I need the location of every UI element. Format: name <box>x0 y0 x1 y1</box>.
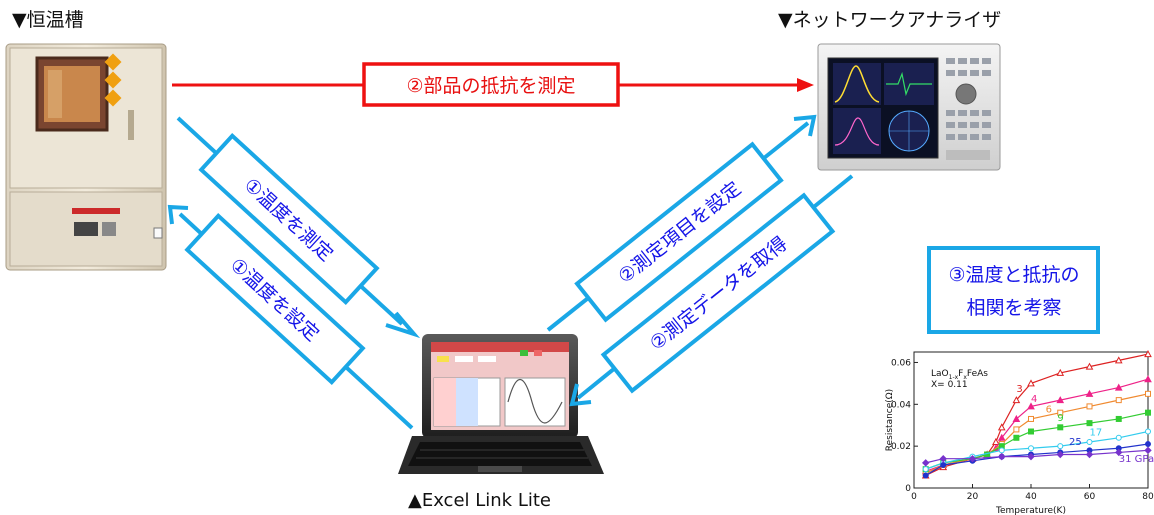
chart-ticks: 0 20 40 60 80 0 0.02 0.04 0.06 <box>891 358 1154 502</box>
data-point <box>998 447 1005 454</box>
x-tick-label: 20 <box>967 492 979 502</box>
data-point <box>1085 389 1094 397</box>
series-label: 25 <box>1069 437 1082 448</box>
data-point <box>1013 434 1020 441</box>
network-analyzer <box>817 43 1001 171</box>
data-point <box>1144 446 1152 455</box>
data-point <box>1085 362 1094 370</box>
data-point <box>1115 434 1122 441</box>
y-tick-label: 0 <box>905 484 911 494</box>
data-point <box>1028 445 1034 452</box>
x-tick-label: 80 <box>1142 492 1154 502</box>
data-point <box>1085 450 1094 459</box>
data-point <box>1086 438 1093 445</box>
y-tick-label: 0.04 <box>891 400 911 410</box>
data-point <box>1115 415 1122 422</box>
data-point <box>1027 402 1035 410</box>
chart-y-axis-label: Resistance(Ω) <box>885 389 895 451</box>
data-point <box>997 433 1006 441</box>
data-point <box>1145 428 1151 435</box>
series-label: 17 <box>1090 428 1103 439</box>
analyzer-label: ▼ネットワークアナライザ <box>778 9 1001 31</box>
data-point <box>998 452 1006 461</box>
laptop-label: ▲Excel Link Lite <box>408 490 551 511</box>
data-point <box>1057 409 1064 416</box>
data-point <box>922 472 929 479</box>
laptop-computer <box>398 334 604 474</box>
data-point <box>1145 390 1151 397</box>
data-point <box>939 455 947 463</box>
analysis-text-line1: ③温度と抵抗の <box>948 264 1079 286</box>
data-point <box>1056 450 1064 459</box>
analysis-callout: ③温度と抵抗の 相関を考察 <box>927 246 1100 334</box>
data-point <box>1057 443 1064 450</box>
series-label: 6 <box>1046 405 1052 416</box>
y-tick-label: 0.02 <box>891 442 911 452</box>
x-tick-label: 0 <box>911 492 917 502</box>
data-point <box>1012 414 1021 422</box>
data-point <box>1086 403 1093 410</box>
data-point <box>1012 396 1021 404</box>
series-31-gpa <box>921 446 1152 467</box>
data-point <box>940 461 947 468</box>
chamber-label: ▼恒温槽 <box>12 9 84 31</box>
y-tick-label: 0.06 <box>891 358 911 368</box>
chart-title: LaO1-xFxFeAs <box>931 369 988 381</box>
data-point <box>1056 368 1065 376</box>
x-tick-label: 60 <box>1084 492 1096 502</box>
chart-subtitle: X= 0.11 <box>931 380 968 390</box>
measure-resistance-text: ②部品の抵抗を測定 <box>406 75 575 97</box>
data-point <box>1086 420 1093 427</box>
temperature-chamber <box>5 43 167 271</box>
data-point <box>997 423 1006 431</box>
data-point <box>1013 426 1020 433</box>
data-point <box>921 459 930 467</box>
series-label: 31 GPa <box>1119 454 1154 465</box>
chart-x-axis-label: Temperature(K) <box>995 506 1066 515</box>
data-point <box>1027 452 1035 461</box>
data-point <box>922 466 929 473</box>
data-point <box>1115 397 1122 404</box>
chart-series <box>921 350 1152 479</box>
series-label: 3 <box>1016 384 1022 395</box>
data-point <box>1114 356 1123 364</box>
data-point <box>1056 396 1065 404</box>
data-point <box>1145 409 1151 416</box>
data-point <box>1027 379 1035 387</box>
data-point <box>1057 424 1064 431</box>
analysis-text-line2: 相関を考察 <box>966 297 1061 319</box>
data-point <box>1144 375 1152 383</box>
data-point <box>1144 350 1152 358</box>
x-tick-label: 40 <box>1025 492 1037 502</box>
data-point <box>968 455 977 463</box>
data-point <box>1145 441 1151 448</box>
series-label: 9 <box>1057 413 1063 424</box>
data-point <box>1115 448 1123 457</box>
data-point <box>1028 428 1034 435</box>
series-label: 4 <box>1031 394 1037 405</box>
data-point <box>1114 383 1123 391</box>
data-point <box>1028 415 1034 422</box>
measure-resistance-callout: ②部品の抵抗を測定 <box>362 62 620 107</box>
